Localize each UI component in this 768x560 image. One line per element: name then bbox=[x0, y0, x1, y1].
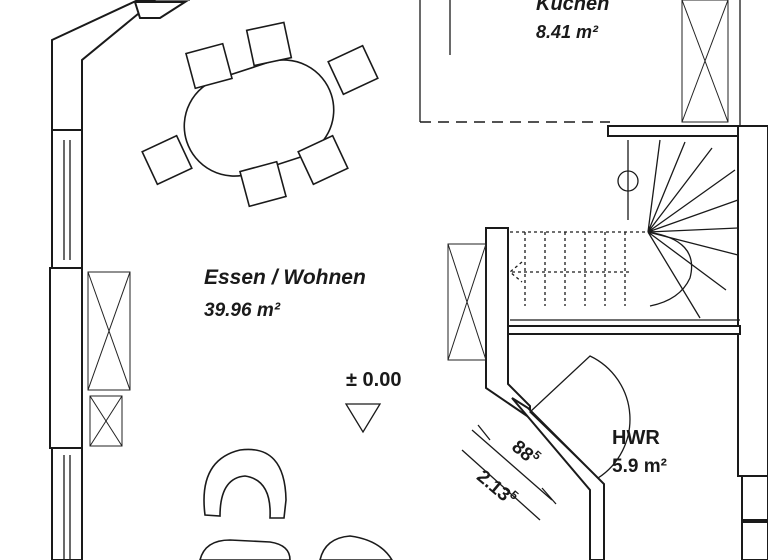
partition-walls bbox=[447, 227, 768, 560]
center-wall bbox=[485, 227, 531, 420]
chair bbox=[141, 134, 193, 186]
level-triangle-icon bbox=[344, 403, 382, 434]
left-cabinets bbox=[87, 271, 131, 447]
dimension-lines bbox=[461, 424, 557, 521]
stairwell bbox=[508, 125, 768, 477]
chair bbox=[245, 21, 293, 67]
kitchen-name: Küchen bbox=[536, 0, 609, 15]
chair bbox=[297, 134, 349, 186]
lounge-seating bbox=[199, 448, 393, 560]
kitchen-area-label: 8.41 m² bbox=[536, 22, 599, 42]
hwr-top-wall bbox=[507, 325, 741, 335]
chair bbox=[239, 160, 287, 208]
level-marker: ± 0.00 bbox=[346, 369, 401, 391]
chair bbox=[327, 44, 379, 96]
stair-top-wall bbox=[607, 125, 741, 137]
left-wall-middle bbox=[49, 267, 83, 449]
hwr-angled-wall bbox=[511, 397, 605, 560]
utility-name: HWR bbox=[612, 427, 660, 449]
exterior-walls bbox=[49, 0, 190, 560]
right-wall-lower bbox=[741, 475, 768, 521]
kitchen-area bbox=[419, 0, 741, 128]
wall-length-dimension: 2.135 bbox=[472, 464, 521, 511]
door-swing bbox=[529, 355, 631, 479]
utility-area-label: 5.9 m² bbox=[612, 456, 667, 477]
angled-wall bbox=[51, 0, 157, 131]
left-wall-upper bbox=[51, 129, 83, 269]
armchair bbox=[203, 448, 287, 519]
armchair bbox=[199, 539, 291, 560]
left-wall-lower bbox=[51, 447, 83, 560]
window-top bbox=[133, 0, 189, 19]
armchair bbox=[319, 535, 393, 560]
chair bbox=[185, 42, 233, 90]
living-name: Essen / Wohnen bbox=[204, 266, 366, 289]
dining-set bbox=[141, 21, 379, 208]
living-area-label: 39.96 m² bbox=[204, 300, 281, 321]
right-wall bbox=[737, 125, 768, 477]
